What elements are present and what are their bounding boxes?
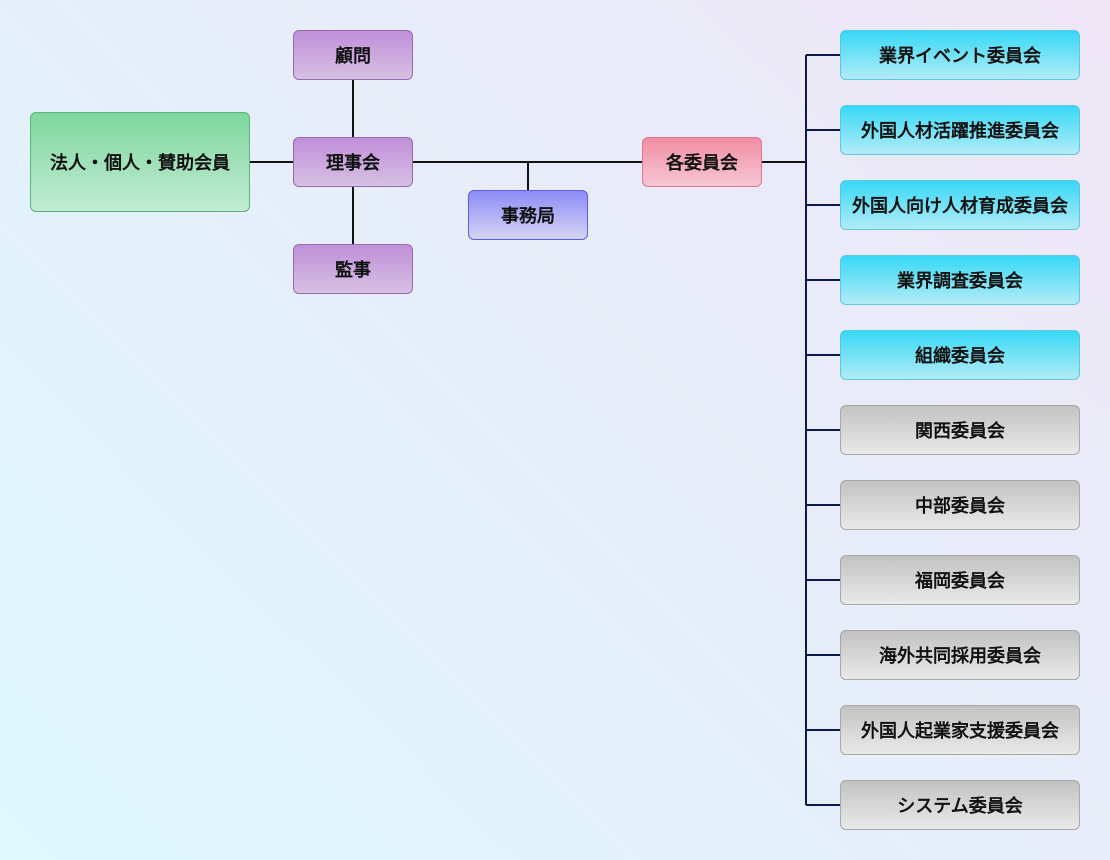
committee-node: 業界調査委員会 bbox=[840, 255, 1080, 305]
advisor-node: 顧問 bbox=[293, 30, 413, 80]
committee-node: 中部委員会 bbox=[840, 480, 1080, 530]
committee-node: 関西委員会 bbox=[840, 405, 1080, 455]
committee-node: 外国人材活躍推進委員会 bbox=[840, 105, 1080, 155]
committee-node: 福岡委員会 bbox=[840, 555, 1080, 605]
members-node: 法人・個人・賛助会員 bbox=[30, 112, 250, 212]
auditor-node: 監事 bbox=[293, 244, 413, 294]
committee-node: 業界イベント委員会 bbox=[840, 30, 1080, 80]
connector-branches bbox=[806, 54, 840, 806]
committee-node: 外国人起業家支援委員会 bbox=[840, 705, 1080, 755]
committees-node: 各委員会 bbox=[642, 137, 762, 187]
secretariat-node: 事務局 bbox=[468, 190, 588, 240]
committee-node: 組織委員会 bbox=[840, 330, 1080, 380]
committee-node: システム委員会 bbox=[840, 780, 1080, 830]
committee-node: 外国人向け人材育成委員会 bbox=[840, 180, 1080, 230]
committee-node: 海外共同採用委員会 bbox=[840, 630, 1080, 680]
board-node: 理事会 bbox=[293, 137, 413, 187]
